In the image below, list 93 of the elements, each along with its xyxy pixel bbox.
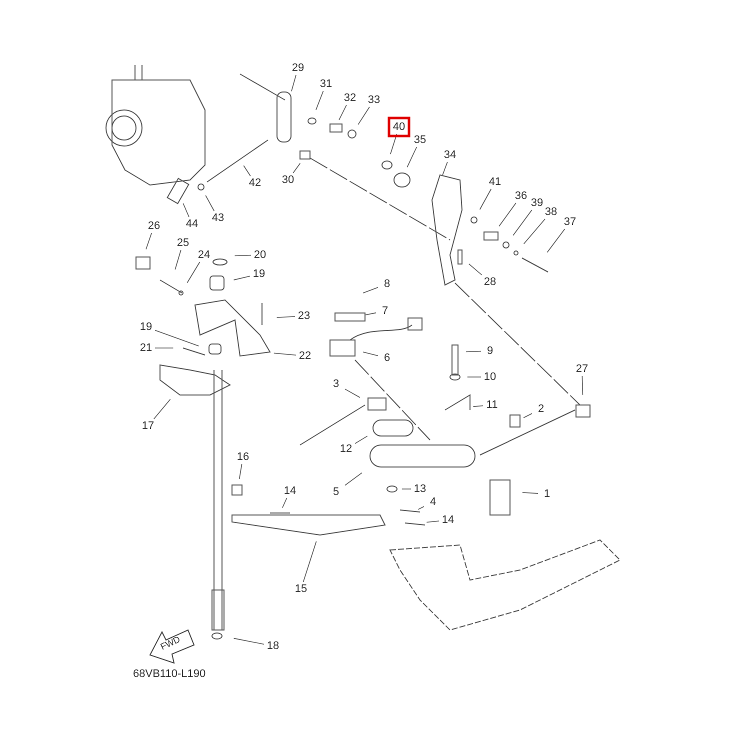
leader-line bbox=[182, 202, 190, 218]
leader-line bbox=[498, 202, 516, 227]
leader-line bbox=[274, 352, 296, 356]
leader-line bbox=[426, 520, 440, 523]
leader-line bbox=[390, 134, 398, 155]
callout-number: 27 bbox=[573, 363, 591, 375]
callout-number: 24 bbox=[195, 249, 213, 261]
callout-number: 19 bbox=[137, 321, 155, 333]
callout-number: 1 bbox=[538, 488, 556, 500]
leader-line bbox=[316, 90, 324, 110]
callout-number: 18 bbox=[264, 640, 282, 652]
callout-number: 35 bbox=[411, 134, 429, 146]
leader-line bbox=[406, 146, 418, 168]
callout-number: 36 bbox=[512, 190, 530, 202]
leader-line bbox=[282, 498, 288, 508]
leader-line bbox=[205, 195, 215, 212]
callout-number: 8 bbox=[378, 278, 396, 290]
leader-line bbox=[186, 262, 200, 284]
callout-number: 26 bbox=[145, 220, 163, 232]
leader-line bbox=[291, 74, 296, 92]
callout-number: 25 bbox=[174, 237, 192, 249]
callout-number: 43 bbox=[209, 212, 227, 224]
arrow-label: FWD bbox=[158, 634, 182, 652]
leader-line bbox=[582, 376, 584, 396]
callout-number: 44 bbox=[183, 218, 201, 230]
leader-line bbox=[362, 286, 378, 294]
leader-line bbox=[512, 210, 532, 236]
callout-number: 11 bbox=[483, 399, 501, 411]
callout-number: 12 bbox=[337, 443, 355, 455]
callout-number: 33 bbox=[365, 94, 383, 106]
callout-number: 17 bbox=[139, 420, 157, 432]
leader-line bbox=[523, 413, 532, 418]
leader-line bbox=[442, 162, 448, 176]
leader-line bbox=[522, 492, 538, 494]
leader-line bbox=[546, 228, 566, 253]
leader-line bbox=[468, 264, 482, 276]
leader-line bbox=[418, 506, 424, 510]
leader-line bbox=[466, 376, 482, 378]
leader-line bbox=[358, 106, 370, 125]
callout-number: 42 bbox=[246, 177, 264, 189]
leader-line bbox=[344, 472, 362, 486]
callout-number: 40 bbox=[390, 121, 408, 133]
leader-line bbox=[472, 405, 484, 407]
callout-number: 39 bbox=[528, 197, 546, 209]
callout-number: 15 bbox=[292, 583, 310, 595]
callout-number: 3 bbox=[327, 378, 345, 390]
callout-number: 22 bbox=[296, 350, 314, 362]
callout-number: 28 bbox=[481, 276, 499, 288]
callout-number: 2 bbox=[532, 403, 550, 415]
leader-line bbox=[146, 232, 152, 250]
callout-number: 4 bbox=[424, 496, 442, 508]
diagram-code: 68VB110-L190 bbox=[133, 668, 206, 680]
callout-number: 5 bbox=[327, 486, 345, 498]
callout-number: 6 bbox=[378, 352, 396, 364]
leader-line bbox=[234, 254, 252, 256]
callout-number: 13 bbox=[411, 483, 429, 495]
callout-number: 37 bbox=[561, 216, 579, 228]
leader-line bbox=[233, 276, 250, 280]
leader-line bbox=[153, 398, 171, 420]
leader-line bbox=[354, 436, 368, 444]
leader-line bbox=[344, 388, 360, 398]
callout-number: 10 bbox=[481, 371, 499, 383]
leader-line bbox=[238, 464, 242, 480]
callout-number: 23 bbox=[295, 310, 313, 322]
leader-line bbox=[338, 104, 347, 120]
leader-line bbox=[479, 188, 492, 210]
leader-line bbox=[243, 165, 251, 176]
leader-line bbox=[302, 541, 317, 582]
leader-line bbox=[523, 218, 546, 244]
callout-number: 31 bbox=[317, 78, 335, 90]
leader-line bbox=[365, 312, 376, 316]
callout-number: 14 bbox=[281, 485, 299, 497]
callout-number: 21 bbox=[137, 342, 155, 354]
leader-line bbox=[276, 316, 296, 318]
callout-number: 9 bbox=[481, 345, 499, 357]
callout-number: 41 bbox=[486, 176, 504, 188]
leader-line bbox=[154, 330, 200, 346]
leader-line bbox=[174, 250, 182, 270]
leader-line bbox=[233, 638, 264, 645]
callout-number: 7 bbox=[376, 305, 394, 317]
callout-number: 34 bbox=[441, 149, 459, 161]
callout-number: 16 bbox=[234, 451, 252, 463]
callout-number: 32 bbox=[341, 92, 359, 104]
leader-line bbox=[362, 352, 378, 356]
leader-line bbox=[402, 488, 412, 490]
callout-number: 30 bbox=[279, 174, 297, 186]
callout-number: 14 bbox=[439, 514, 457, 526]
callout-number: 20 bbox=[251, 249, 269, 261]
callout-number: 19 bbox=[250, 268, 268, 280]
leader-line bbox=[292, 162, 301, 174]
leader-line bbox=[466, 350, 482, 352]
callout-number: 29 bbox=[289, 62, 307, 74]
callout-number: 38 bbox=[542, 206, 560, 218]
